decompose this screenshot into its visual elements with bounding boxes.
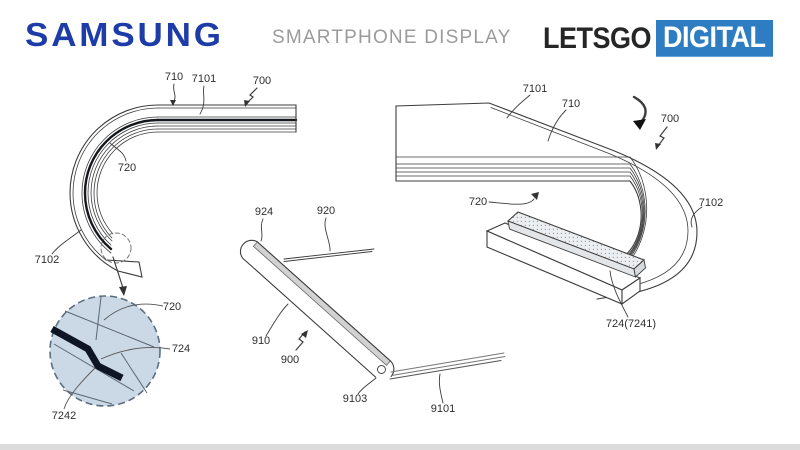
ref-label-7101-right: 7101: [522, 83, 548, 95]
samsung-logo: SAMSUNG: [25, 16, 224, 54]
figure-rolled-display: [51, 83, 298, 296]
figure-folded-display: [395, 94, 703, 318]
ref-label-7242-detail: 7242: [51, 410, 77, 422]
ref-label-724-7241: 724(7241): [605, 318, 657, 330]
inner-tray: [485, 222, 642, 306]
figure-detail-view: [49, 295, 171, 410]
display-bar-724: [506, 211, 646, 278]
bottom-edge-strip: [0, 444, 800, 450]
ref-label-7102-left: 7102: [34, 254, 60, 266]
figure-tube-display: [239, 217, 506, 404]
ref-label-720-right: 720: [468, 196, 488, 208]
ref-label-710-right: 710: [561, 98, 581, 110]
ref-label-920: 920: [316, 205, 336, 217]
digital-logo-badge: DIGITAL: [656, 20, 773, 57]
ref-label-900: 900: [280, 354, 300, 366]
ref-label-700-right: 700: [660, 113, 680, 125]
page-title: SMARTPHONE DISPLAY: [272, 27, 512, 48]
ref-label-9103: 9103: [342, 393, 368, 405]
ref-label-720-detail: 720: [162, 301, 182, 313]
highlight-band-724: [50, 325, 124, 382]
ref-label-9101: 9101: [430, 403, 456, 415]
ref-label-7101-left: 7101: [191, 73, 217, 85]
tube-display-strip: [252, 241, 391, 366]
letsgodigital-logo: LETSGO DIGITAL: [543, 20, 773, 57]
detail-circle: [49, 295, 161, 407]
ref-label-720-left: 720: [117, 162, 137, 174]
fold-arrow: [632, 95, 647, 123]
ref-label-724-detail: 724: [171, 343, 191, 355]
ref-label-924: 924: [254, 206, 274, 218]
ref-label-7102-right: 7102: [698, 197, 724, 209]
ref-label-700-left: 700: [252, 75, 272, 87]
ref-label-710-left: 710: [164, 71, 184, 83]
ref-label-910: 910: [251, 335, 271, 347]
letsgo-logo-text: LETSGO: [543, 21, 652, 55]
